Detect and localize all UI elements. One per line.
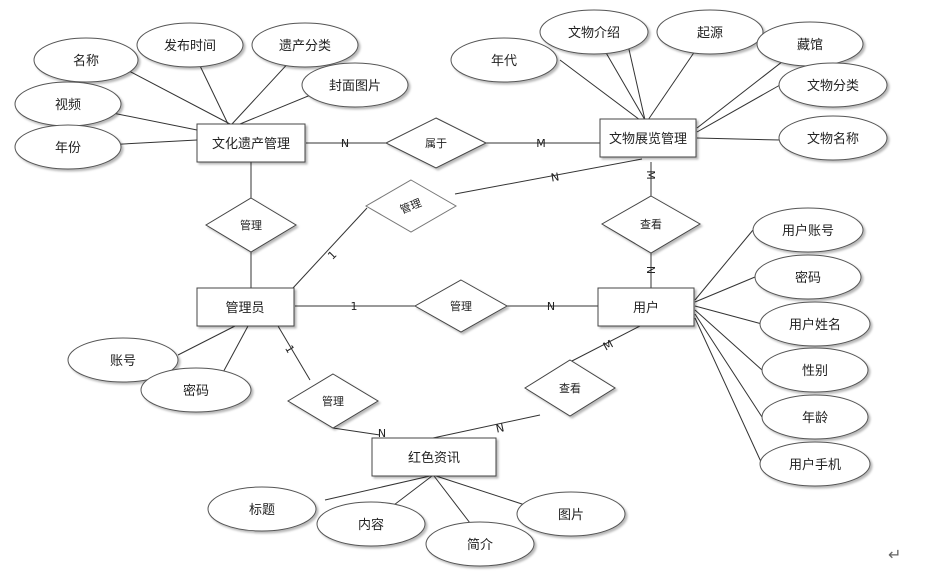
relationship-manage-heritage-label: 管理 — [240, 218, 262, 232]
entity-user: 用户 — [597, 287, 695, 327]
paragraph-mark-icon: ↵ — [888, 545, 902, 564]
attr-exhibition-intro: 文物介绍 — [539, 9, 649, 55]
attr-user-name-label: 用户姓名 — [789, 317, 841, 333]
attr-heritage-category-label: 遗产分类 — [279, 39, 331, 54]
attr-news-content-label: 内容 — [358, 517, 384, 533]
attr-exhibition-era: 年代 — [450, 37, 558, 83]
attr-news-image-label: 图片 — [558, 508, 584, 523]
attr-user-password: 密码 — [754, 254, 862, 300]
attr-heritage-year-label: 年份 — [55, 141, 81, 156]
attr-exhibition-museum-label: 藏馆 — [797, 38, 823, 53]
attr-exhibition-name: 文物名称 — [778, 115, 888, 161]
attr-heritage-publish-time: 发布时间 — [136, 22, 244, 68]
attr-admin-account-label: 账号 — [110, 354, 136, 369]
card-admin-manage-user: 1 — [351, 300, 358, 313]
attr-user-gender: 性别 — [761, 347, 869, 393]
relationship-belongs-label: 属于 — [425, 137, 447, 150]
attributes: 名称 发布时间 遗产分类 视频 封面图片 年份 文物介绍 起源 年代 藏馆 文物… — [14, 9, 888, 567]
entity-exhibition-label: 文物展览管理 — [609, 131, 687, 147]
attr-exhibition-era-label: 年代 — [491, 54, 517, 69]
attr-exhibition-origin: 起源 — [656, 9, 764, 55]
card-view-user: N — [644, 266, 657, 274]
card-manage-user-side: N — [547, 300, 555, 313]
attr-news-image: 图片 — [516, 491, 626, 537]
attr-exhibition-category-label: 文物分类 — [807, 79, 859, 94]
entity-heritage: 文化遗产管理 — [196, 123, 306, 163]
relationship-view-news: 查看 — [524, 359, 616, 417]
card-news-view: N — [495, 421, 506, 435]
attr-admin-password: 密码 — [140, 367, 252, 413]
attr-exhibition-origin-label: 起源 — [697, 26, 723, 41]
relationship-view-news-label: 查看 — [559, 381, 581, 395]
attr-news-summary: 简介 — [425, 521, 535, 567]
attr-user-phone: 用户手机 — [759, 441, 871, 487]
attr-user-gender-label: 性别 — [802, 364, 828, 379]
relationship-manage-news-label: 管理 — [322, 394, 344, 408]
attr-exhibition-category: 文物分类 — [778, 62, 888, 108]
card-heritage-belongs: N — [341, 137, 349, 150]
card-admin-manage-exhibition: 1 — [325, 248, 339, 262]
relationship-manage-news: 管理 — [287, 373, 379, 429]
relationship-manage-heritage: 管理 — [205, 197, 297, 253]
attr-user-name: 用户姓名 — [759, 301, 871, 347]
entity-user-label: 用户 — [633, 300, 659, 316]
attr-admin-account: 账号 — [67, 337, 179, 383]
card-belongs-exhibition: M — [536, 137, 546, 150]
attr-user-age-label: 年龄 — [802, 411, 828, 426]
card-manage-news-side: N — [378, 427, 386, 440]
relationship-belongs: 属于 — [384, 117, 488, 169]
attr-user-password-label: 密码 — [795, 270, 821, 286]
card-manage-exhibition-side: N — [550, 170, 560, 184]
attr-news-content: 内容 — [316, 501, 426, 547]
entity-admin: 管理员 — [196, 287, 295, 327]
attr-user-account-label: 用户账号 — [782, 223, 834, 239]
attr-heritage-cover: 封面图片 — [301, 62, 409, 108]
attr-heritage-name-label: 名称 — [73, 53, 99, 69]
attr-user-age: 年龄 — [761, 394, 869, 440]
attr-heritage-publish-time-label: 发布时间 — [164, 38, 216, 54]
relationship-view-exhibition-label: 查看 — [640, 217, 662, 231]
attr-news-summary-label: 简介 — [467, 537, 493, 553]
relationship-manage-user-label: 管理 — [450, 299, 472, 313]
entity-heritage-label: 文化遗产管理 — [212, 137, 290, 152]
attr-heritage-year: 年份 — [14, 124, 122, 170]
relationship-view-exhibition: 查看 — [601, 195, 701, 254]
attr-user-phone-label: 用户手机 — [789, 457, 841, 473]
relationship-manage-exhibition: 管理 — [365, 179, 457, 233]
attr-heritage-video: 视频 — [14, 81, 122, 127]
entity-news-label: 红色资讯 — [408, 450, 460, 466]
entity-news: 红色资讯 — [371, 437, 497, 477]
relationship-manage-user: 管理 — [413, 279, 509, 333]
attr-news-title: 标题 — [207, 486, 317, 532]
entity-exhibition: 文物展览管理 — [599, 118, 697, 158]
attr-heritage-cover-label: 封面图片 — [329, 79, 381, 94]
attr-exhibition-intro-label: 文物介绍 — [568, 26, 620, 41]
attr-exhibition-name-label: 文物名称 — [807, 131, 859, 147]
attr-heritage-category: 遗产分类 — [251, 22, 359, 68]
attr-admin-password-label: 密码 — [183, 383, 209, 399]
attr-user-account: 用户账号 — [752, 207, 864, 253]
attr-news-title-label: 标题 — [249, 503, 275, 518]
entity-admin-label: 管理员 — [225, 301, 264, 316]
attr-exhibition-museum: 藏馆 — [756, 21, 864, 67]
attr-heritage-name: 名称 — [33, 37, 139, 83]
attr-heritage-video-label: 视频 — [55, 98, 81, 113]
card-exhibition-view: M — [644, 170, 657, 180]
